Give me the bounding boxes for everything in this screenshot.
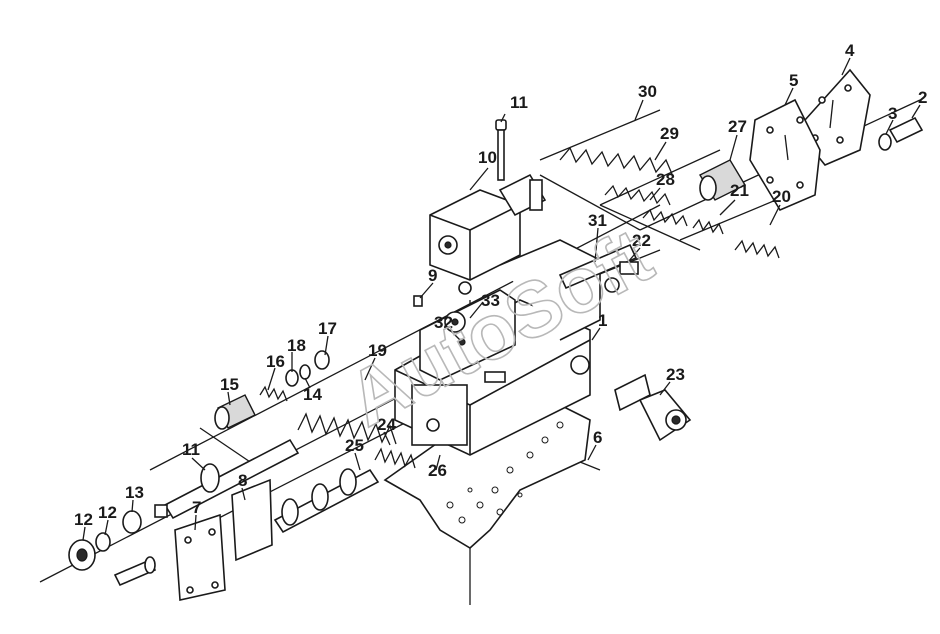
bolt-bottom bbox=[113, 556, 157, 587]
callout-4: 4 bbox=[845, 41, 855, 60]
callout-17: 16 bbox=[266, 352, 285, 371]
callout-10: 10 bbox=[478, 148, 497, 167]
gasket-8 bbox=[231, 478, 273, 562]
callout-1: 1 bbox=[598, 311, 607, 330]
spring-31 bbox=[559, 146, 673, 175]
spring-20 bbox=[297, 412, 397, 445]
spring-17 bbox=[259, 385, 288, 402]
callout-20: 19 bbox=[368, 341, 387, 360]
callout-2: 2 bbox=[918, 88, 927, 107]
callout-23: 22 bbox=[632, 231, 651, 250]
callout-8: 8 bbox=[238, 471, 247, 490]
washer-3 bbox=[878, 133, 892, 151]
washer-13 bbox=[95, 532, 111, 552]
leader-lines bbox=[82, 57, 921, 541]
callout-28: 27 bbox=[728, 117, 747, 136]
callout-29: 28 bbox=[656, 170, 675, 189]
small-parts-15-18-19 bbox=[285, 350, 330, 387]
callout-19: 18 bbox=[287, 336, 306, 355]
callout-9: 9 bbox=[428, 266, 437, 285]
sleeve-28 bbox=[699, 159, 746, 201]
end-plate-5 bbox=[749, 98, 821, 212]
spring-25 bbox=[374, 447, 416, 469]
callout-5: 5 bbox=[789, 71, 798, 90]
callout-33: 32 bbox=[434, 313, 453, 332]
callout-18: 17 bbox=[318, 319, 337, 338]
screw-9 bbox=[413, 295, 423, 307]
callout-16: 15 bbox=[220, 375, 239, 394]
spring-30 bbox=[604, 184, 671, 206]
callout-14: 13 bbox=[125, 483, 144, 502]
spool-26 bbox=[273, 468, 380, 534]
washer-14 bbox=[122, 510, 142, 534]
callout-12-top: 11 bbox=[510, 93, 528, 112]
callout-12-bottom: 12 bbox=[74, 510, 93, 529]
solenoid-valve bbox=[429, 173, 547, 281]
cover-plate-7 bbox=[174, 513, 226, 601]
callout-32: 31 bbox=[588, 211, 607, 230]
spring-29 bbox=[642, 208, 688, 227]
pressure-switch-24 bbox=[614, 373, 692, 442]
spring-22 bbox=[692, 218, 724, 235]
nut-12-bottom bbox=[68, 539, 96, 571]
gasket-holes bbox=[446, 421, 564, 524]
callout-3: 3 bbox=[888, 104, 897, 123]
callout-15: 14 bbox=[303, 385, 322, 404]
plug-16 bbox=[214, 394, 256, 430]
rod-32 bbox=[558, 243, 638, 290]
fitting-23 bbox=[604, 261, 639, 293]
bolt-top bbox=[495, 119, 507, 181]
spring-21 bbox=[734, 239, 780, 259]
callout-24: 23 bbox=[666, 365, 685, 384]
callout-7: 7 bbox=[192, 498, 201, 517]
bolt-2 bbox=[888, 116, 924, 144]
callout-27: 26 bbox=[428, 461, 447, 480]
callout-22: 21 bbox=[730, 181, 749, 200]
callout-34: 33 bbox=[481, 291, 500, 310]
callout-11: 11 bbox=[182, 440, 200, 459]
callout-30: 29 bbox=[660, 124, 679, 143]
callout-6: 6 bbox=[593, 428, 602, 447]
callout-21: 20 bbox=[772, 187, 791, 206]
callout-31: 30 bbox=[638, 82, 657, 101]
callout-25: 24 bbox=[377, 415, 396, 434]
callout-labels: 11 10 30 29 28 27 5 4 3 2 20 21 31 22 1 … bbox=[74, 41, 927, 529]
spool-11 bbox=[154, 438, 300, 520]
callout-13: 12 bbox=[98, 503, 117, 522]
callout-26: 25 bbox=[345, 436, 364, 455]
